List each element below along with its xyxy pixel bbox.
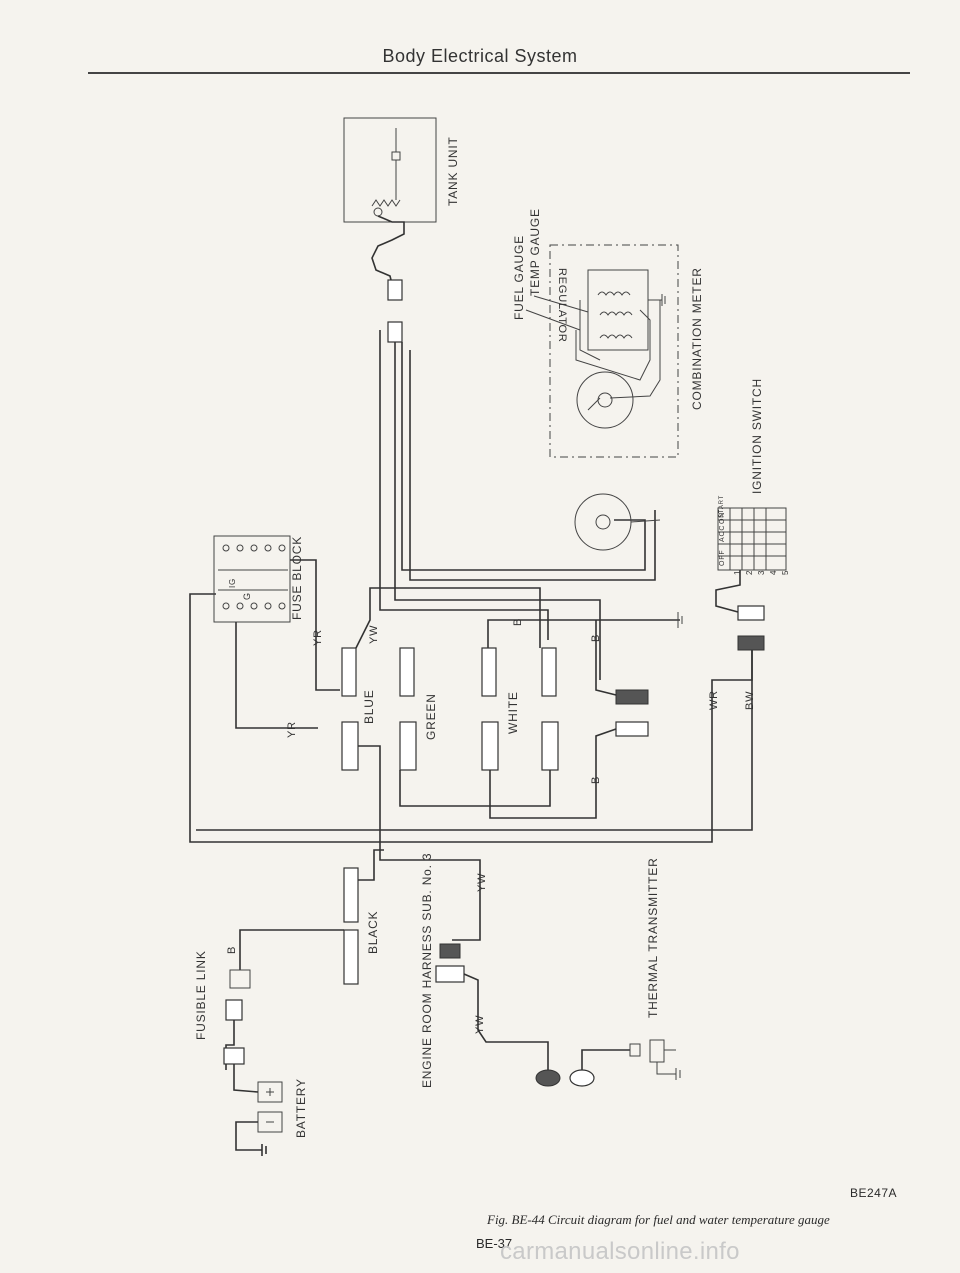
wire-code-wr: WR [708, 690, 720, 710]
tank-unit [343, 117, 437, 301]
wire-code-b-top: B [512, 617, 524, 626]
blue-label: BLUE [362, 689, 376, 724]
ignition-switch-label: IGNITION SWITCH [750, 378, 764, 494]
battery-label: BATTERY [294, 1078, 308, 1138]
ignition-terminal-3: 3 [757, 569, 766, 575]
thermal-transmitter-label: THERMAL TRANSMITTER [646, 857, 660, 1018]
fusible-link-symbol [223, 969, 251, 1070]
page-title: Body Electrical System [382, 46, 578, 66]
wire-code-yw-top: YW [368, 624, 380, 644]
fusible-link-label: FUSIBLE LINK [194, 950, 208, 1040]
wire-code-yw-mid: YW [476, 872, 488, 892]
connector-group [341, 647, 649, 771]
meter-connector [576, 299, 661, 429]
temp-gauge-label: TEMP GAUGE [528, 208, 542, 296]
ignition-switch [715, 507, 787, 651]
fuse-mark-ig: IG [228, 577, 237, 588]
ignition-pos-acc: ACC [719, 524, 726, 542]
combination-meter-label: COMBINATION METER [690, 267, 704, 410]
figure-caption: Fig. BE-44 Circuit diagram for fuel and … [487, 1212, 830, 1227]
wire-code-yw-bottom: YW [474, 1014, 486, 1034]
fuse-block [213, 535, 340, 729]
wire-code-b-lower: B [590, 775, 602, 784]
ignition-terminal-4: 4 [769, 569, 778, 575]
figure-id: BE247A [850, 1186, 898, 1200]
battery-symbol [233, 1064, 283, 1156]
wire-code-yr-bottom: YR [286, 721, 298, 738]
green-label: GREEN [424, 693, 438, 740]
black-label: BLACK [366, 910, 380, 954]
thermal-transmitter-symbol [649, 1039, 665, 1063]
fuse-block-label: FUSE BLOCK [290, 535, 304, 620]
tank-unit-label: TANK UNIT [446, 136, 460, 206]
ignition-pos-off: OFF [719, 549, 726, 566]
ignition-pos-start: START [719, 494, 725, 518]
fuse-mark-g: G [242, 592, 252, 600]
harness-label: ENGINE ROOM HARNESS SUB. No. 3 [420, 852, 434, 1088]
header-rule [88, 72, 910, 74]
round-connector [574, 493, 661, 551]
wire-code-bw: BW [744, 690, 756, 710]
tank-unit-connector [387, 279, 403, 301]
wire-code-b-right: B [590, 633, 602, 642]
fuel-gauge-label: FUEL GAUGE [512, 235, 526, 320]
regulator-label: REGULATOR [556, 268, 568, 343]
ignition-terminal-2: 2 [745, 569, 754, 575]
tank-harness-connector [387, 321, 403, 343]
wire-code-yr-top: YR [312, 629, 324, 646]
combination-meter-box [549, 244, 679, 458]
ignition-terminal-5: 5 [781, 569, 790, 575]
gauges [525, 269, 666, 381]
white-label: WHITE [506, 691, 520, 734]
page-number: BE-37 [476, 1236, 513, 1251]
wire-code-b-link: B [226, 945, 238, 954]
watermark: carmanualsonline.info [500, 1238, 740, 1265]
ignition-terminal-1: 1 [733, 569, 742, 575]
